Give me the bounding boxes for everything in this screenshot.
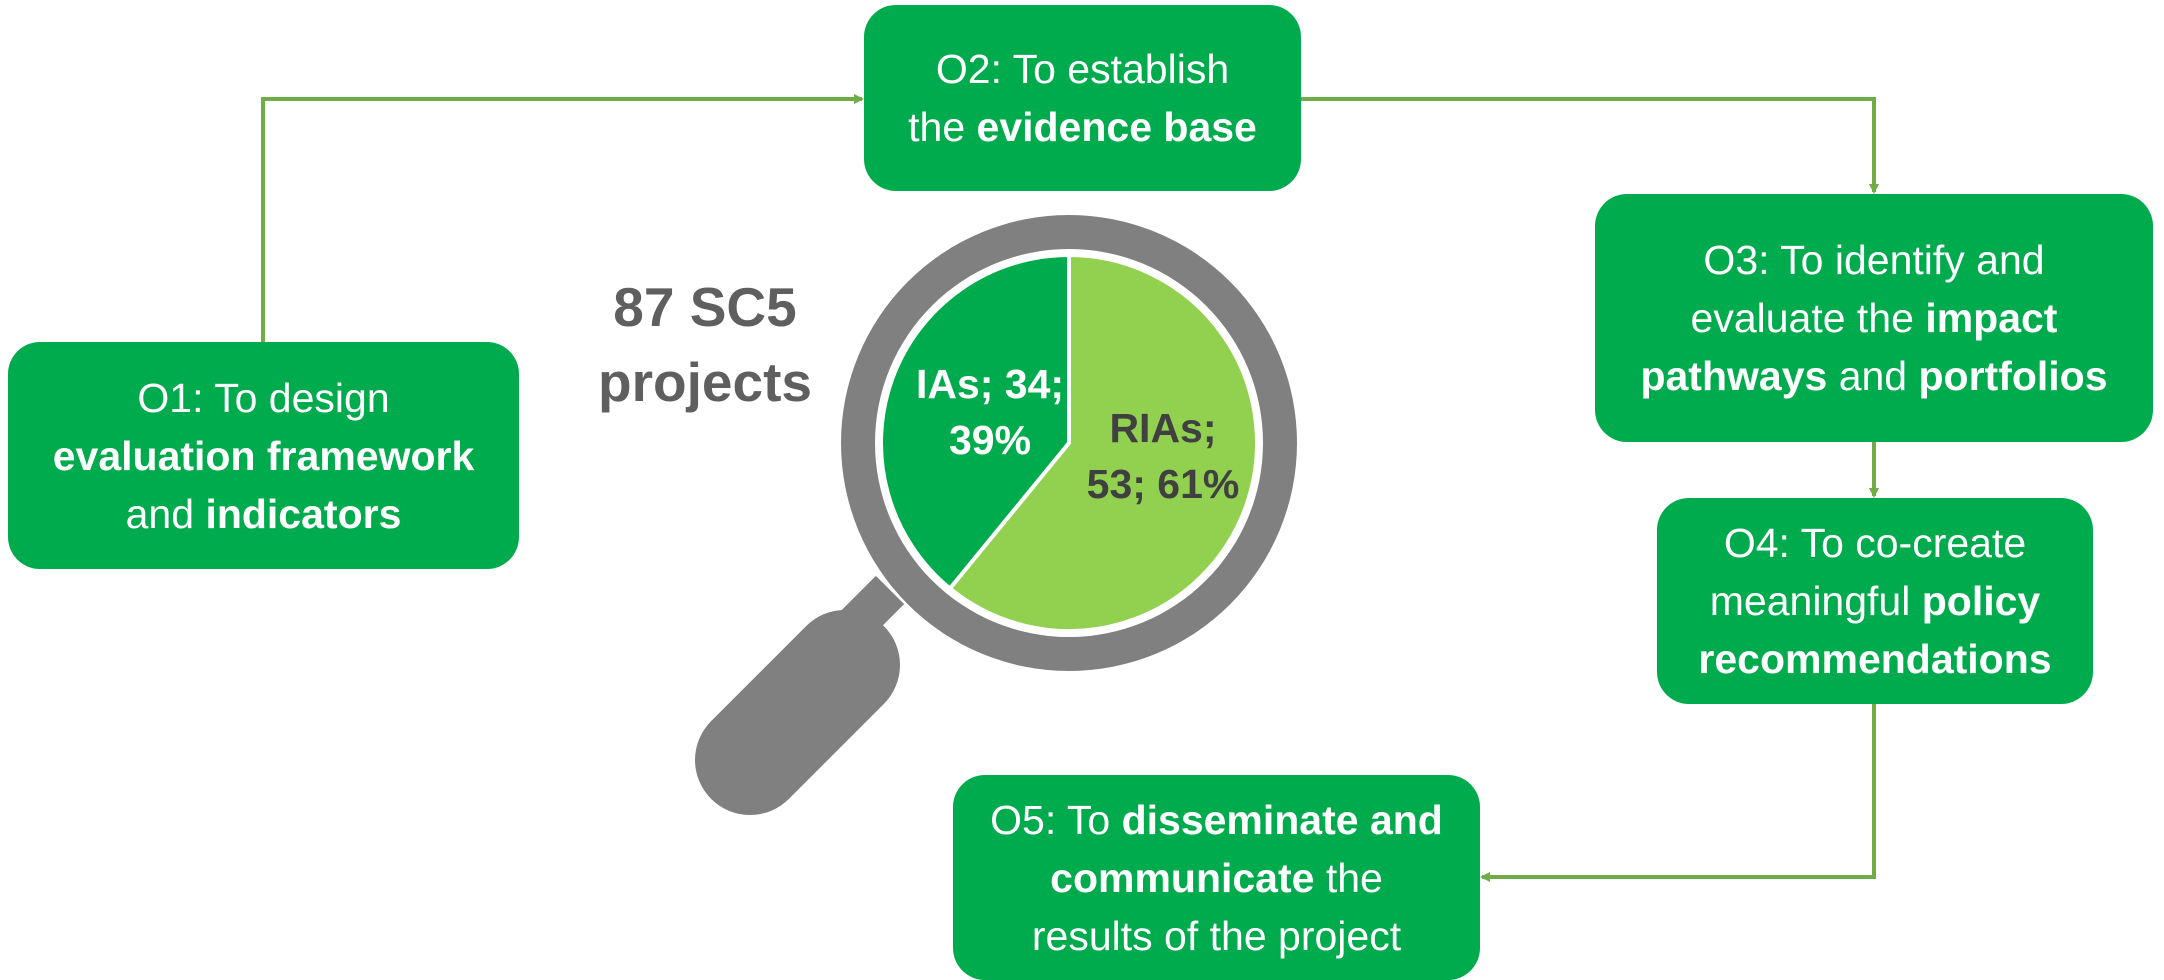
o1-line2: evaluation framework bbox=[53, 427, 475, 485]
o3-line3-text: and bbox=[1827, 353, 1919, 399]
o3-line3-bold: pathways bbox=[1640, 353, 1828, 399]
o2-line1: O2: To establish bbox=[936, 40, 1229, 98]
connector-o1-to-o2 bbox=[261, 94, 864, 342]
ia-slice-label-line1: IAs; 34; bbox=[915, 361, 1065, 407]
pie-slice-ias bbox=[879, 253, 1071, 591]
o1-line3: and indicators bbox=[126, 485, 402, 543]
o1-line3-text: and bbox=[125, 490, 206, 537]
o4-line2-bold: policy bbox=[1921, 578, 2041, 624]
objective-o4-box: O4: To co-create meaningful policy recom… bbox=[1657, 498, 2093, 704]
objective-o2-box: O2: To establish the evidence base bbox=[864, 5, 1301, 191]
o3-line3: pathways and portfolios bbox=[1640, 347, 2107, 405]
o2-line2: the evidence base bbox=[908, 98, 1257, 156]
o3-line1-text: O3: To identify and bbox=[1703, 237, 2045, 283]
pie-slice-rias bbox=[947, 253, 1259, 633]
pie-chart bbox=[879, 253, 1259, 633]
o4-line2-text: meaningful bbox=[1709, 578, 1922, 624]
connector-o2-to-o3 bbox=[1301, 97, 1879, 194]
o2-line1-text: O2: To establish bbox=[935, 46, 1230, 92]
ria-slice-label-line2: 53; 61% bbox=[1086, 461, 1240, 507]
o5-line1-text: O5: To bbox=[990, 796, 1122, 843]
ria-slice-label-line1: RIAs; bbox=[1109, 405, 1217, 451]
pie-title: 87 SC5 projects bbox=[570, 270, 840, 420]
ia-slice-label: IAs; 34; 39% bbox=[900, 356, 1080, 468]
objective-o5-box: O5: To disseminate and communicate the r… bbox=[953, 775, 1480, 980]
o5-line1-bold: disseminate and bbox=[1121, 796, 1443, 843]
pie-title-line2: projects bbox=[598, 351, 812, 413]
o3-line2-bold: impact bbox=[1925, 295, 2058, 341]
o5-line3: results of the project bbox=[1032, 907, 1401, 965]
objective-o3-box: O3: To identify and evaluate the impact … bbox=[1595, 194, 2153, 442]
o5-line2: communicate the bbox=[1050, 849, 1383, 907]
ia-slice-label-line2: 39% bbox=[948, 417, 1032, 463]
ria-slice-label: RIAs; 53; 61% bbox=[1063, 400, 1263, 512]
o5-line1: O5: To disseminate and bbox=[990, 791, 1443, 849]
o5-line2-bold: communicate bbox=[1050, 854, 1315, 901]
o4-line3-bold: recommendations bbox=[1698, 636, 2052, 682]
o4-line1-text: O4: To co-create bbox=[1723, 520, 2027, 566]
o4-line2: meaningful policy bbox=[1710, 572, 2040, 630]
o1-line3-bold: indicators bbox=[205, 490, 402, 537]
o4-line1: O4: To co-create bbox=[1724, 514, 2026, 572]
o5-line3-text: results of the project bbox=[1031, 912, 1402, 959]
o3-line2-text: evaluate the bbox=[1690, 295, 1926, 341]
o1-line1-text: O1: To design bbox=[137, 374, 390, 421]
o1-line2-bold: evaluation framework bbox=[52, 432, 475, 479]
o2-line2-bold: evidence base bbox=[976, 104, 1257, 150]
pie-title-line1: 87 SC5 bbox=[613, 276, 797, 338]
magnifier-handle bbox=[695, 610, 900, 815]
o3-line1: O3: To identify and bbox=[1703, 231, 2044, 289]
o1-line1: O1: To design bbox=[137, 369, 389, 427]
o2-line2-text: the bbox=[908, 104, 977, 150]
o4-line3: recommendations bbox=[1698, 630, 2051, 688]
connector-o4-to-o5 bbox=[1480, 704, 1876, 882]
o3-line3-bold2: portfolios bbox=[1918, 353, 2108, 399]
objective-o1-box: O1: To design evaluation framework and i… bbox=[8, 342, 519, 569]
o3-line2: evaluate the impact bbox=[1691, 289, 2058, 347]
o5-line2-text: the bbox=[1314, 854, 1383, 901]
